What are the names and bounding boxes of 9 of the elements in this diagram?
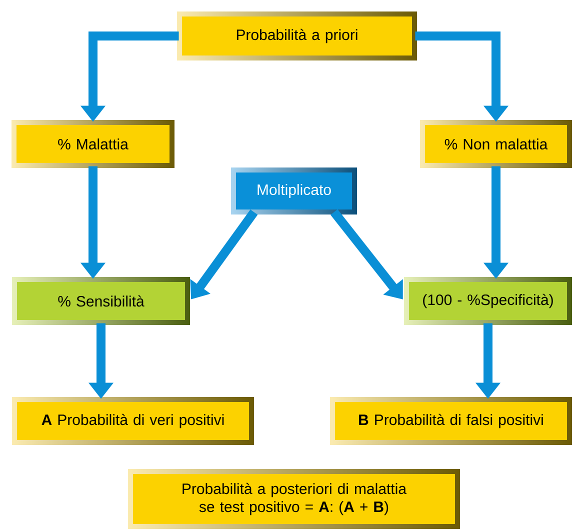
result-box: % Sensibilità xyxy=(17,282,185,320)
info-box: B Probabilità di falsi positivi xyxy=(335,402,567,440)
info-box: Probabilità a priori xyxy=(182,16,412,56)
info-box: % Non malattia xyxy=(425,125,567,163)
info-box: A Probabilità di veri positivi xyxy=(17,402,249,440)
result-box: (100 - %Specificità) xyxy=(409,282,567,320)
info-box: Probabilità a posteriori di malattia se test positivo = A: (A + B) xyxy=(133,474,455,524)
info-box: % Malattia xyxy=(16,125,170,163)
operator-box: Moltiplicato xyxy=(236,172,352,210)
